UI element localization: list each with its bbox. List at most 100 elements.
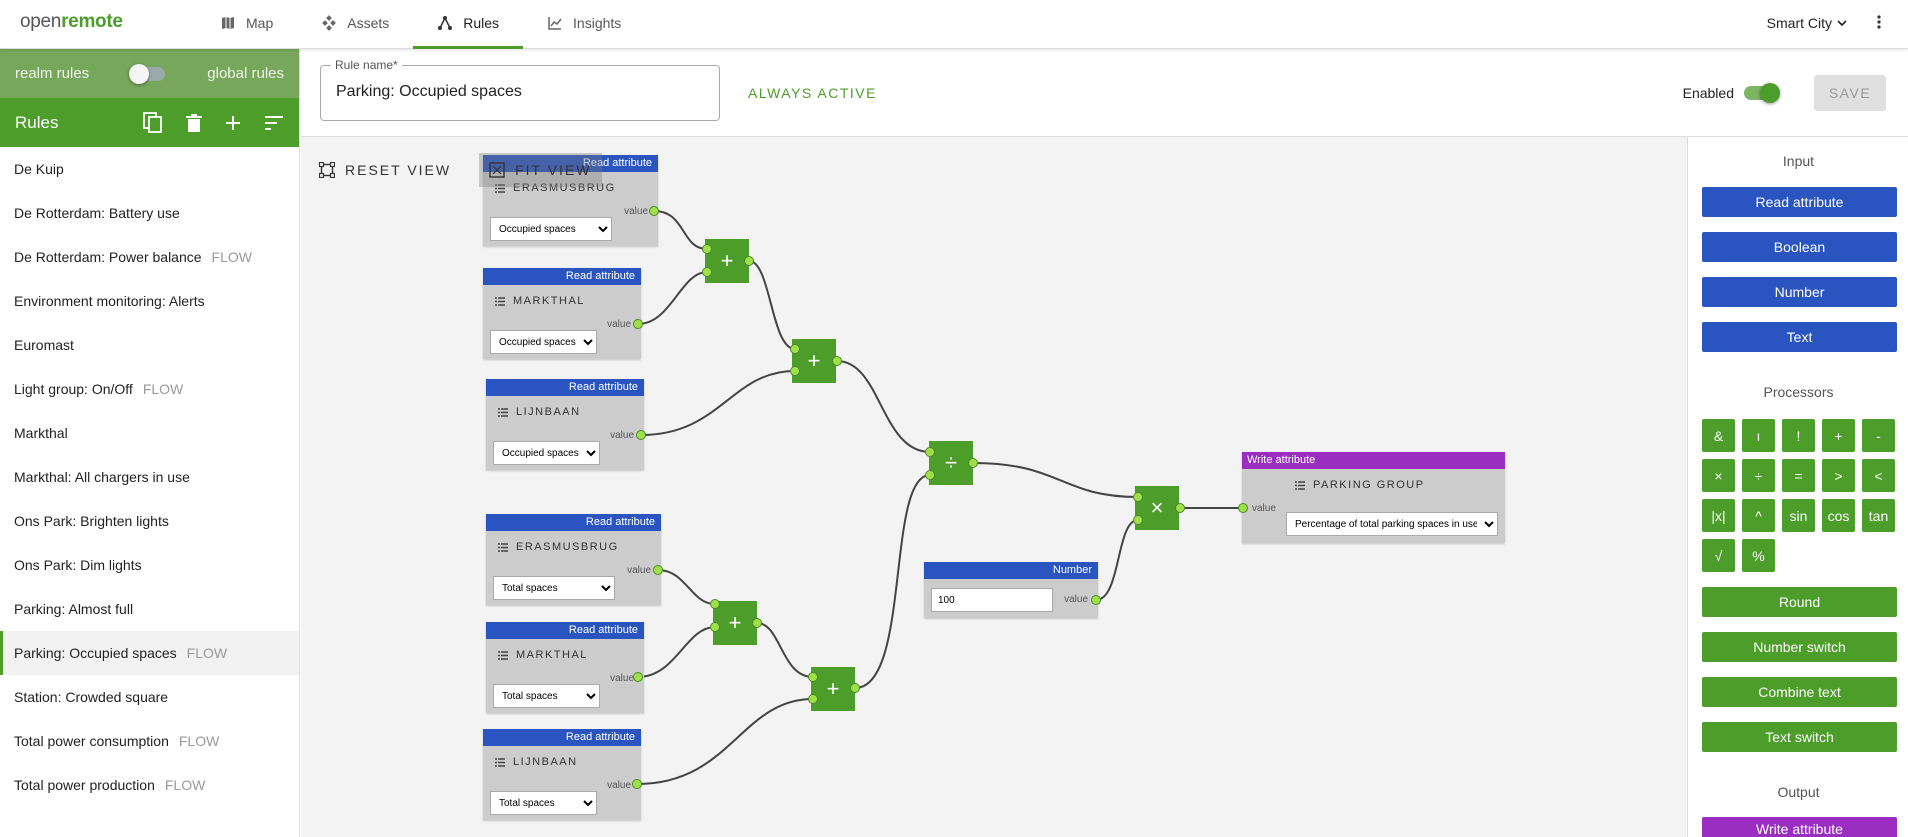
attribute-select[interactable]: Occupied spaces xyxy=(490,217,612,241)
input-port[interactable] xyxy=(710,622,720,632)
enabled-toggle[interactable] xyxy=(1744,83,1780,103)
number-node[interactable]: Number value xyxy=(924,562,1098,618)
divide-operator-node[interactable]: ÷ xyxy=(929,441,973,485)
write-attribute-node[interactable]: Write attribute PARKING GROUP value Perc… xyxy=(1242,452,1505,543)
attribute-select[interactable]: Occupied spaces xyxy=(490,330,597,354)
input-port[interactable] xyxy=(1238,503,1248,513)
processor-divide[interactable]: ÷ xyxy=(1742,459,1775,492)
output-port[interactable] xyxy=(633,319,643,329)
input-port[interactable] xyxy=(1133,515,1143,525)
realm-selector[interactable]: Smart City xyxy=(1767,15,1848,31)
rule-item[interactable]: Markthal: All chargers in use xyxy=(0,455,299,499)
fit-view-button[interactable]: FIT VIEW xyxy=(479,153,602,187)
processor-cos[interactable]: cos xyxy=(1822,499,1855,532)
add-operator-node[interactable]: + xyxy=(705,239,749,283)
output-port[interactable] xyxy=(1091,595,1101,605)
read-attribute-node[interactable]: Read attribute MARKTHAL value Occupied s… xyxy=(483,268,641,359)
delete-icon[interactable] xyxy=(186,113,202,132)
output-port[interactable] xyxy=(1175,503,1185,513)
processor-not[interactable]: ! xyxy=(1782,419,1815,452)
output-port[interactable] xyxy=(832,356,842,366)
nav-tab-insights[interactable]: Insights xyxy=(523,0,645,49)
attribute-select[interactable]: Occupied spaces xyxy=(493,441,600,465)
processor-multiply[interactable]: × xyxy=(1702,459,1735,492)
processor-add[interactable]: + xyxy=(1822,419,1855,452)
processor-greater-than[interactable]: > xyxy=(1822,459,1855,492)
read-attribute-node[interactable]: Read attribute ERASMUSBRUG value Total s… xyxy=(486,514,661,605)
more-menu-icon[interactable] xyxy=(1876,14,1884,30)
input-port[interactable] xyxy=(790,366,800,376)
output-port[interactable] xyxy=(636,430,646,440)
output-port[interactable] xyxy=(632,779,642,789)
rule-item[interactable]: Euromast xyxy=(0,323,299,367)
processor-power[interactable]: ^ xyxy=(1742,499,1775,532)
output-port[interactable] xyxy=(968,458,978,468)
read-attribute-node[interactable]: Read attribute ERASMUSBRUG value Occupie… xyxy=(483,155,658,246)
rule-item[interactable]: Markthal xyxy=(0,411,299,455)
copy-icon[interactable] xyxy=(143,111,163,134)
processor-absolute[interactable]: |x| xyxy=(1702,499,1735,532)
rule-name-input[interactable] xyxy=(336,83,696,101)
output-port[interactable] xyxy=(744,256,754,266)
output-port[interactable] xyxy=(752,618,762,628)
palette-number-switch[interactable]: Number switch xyxy=(1702,632,1897,662)
output-port[interactable] xyxy=(653,565,663,575)
read-attribute-node[interactable]: Read attribute LIJNBAAN value Occupied s… xyxy=(486,379,644,470)
output-port[interactable] xyxy=(633,672,643,682)
rule-item[interactable]: Ons Park: Brighten lights xyxy=(0,499,299,543)
input-port[interactable] xyxy=(702,244,712,254)
processor-or[interactable]: ı xyxy=(1742,419,1775,452)
palette-write-attribute[interactable]: Write attribute xyxy=(1702,817,1897,837)
nav-tab-rules[interactable]: Rules xyxy=(413,0,524,49)
palette-text[interactable]: Text xyxy=(1702,322,1897,352)
processor-tan[interactable]: tan xyxy=(1862,499,1895,532)
scope-toggle[interactable] xyxy=(129,63,166,84)
processor-less-than[interactable]: < xyxy=(1862,459,1895,492)
read-attribute-node[interactable]: Read attribute LIJNBAAN value Total spac… xyxy=(483,729,641,820)
output-port[interactable] xyxy=(649,206,659,216)
save-button[interactable]: SAVE xyxy=(1814,75,1886,111)
input-port[interactable] xyxy=(702,267,712,277)
palette-combine-text[interactable]: Combine text xyxy=(1702,677,1897,707)
input-port[interactable] xyxy=(925,470,935,480)
input-port[interactable] xyxy=(808,694,818,704)
nav-tab-map[interactable]: Map xyxy=(196,0,297,49)
palette-boolean[interactable]: Boolean xyxy=(1702,232,1897,262)
output-port[interactable] xyxy=(850,683,860,693)
multiply-operator-node[interactable]: × xyxy=(1135,486,1179,530)
add-operator-node[interactable]: + xyxy=(811,667,855,711)
rule-item[interactable]: De Kuip xyxy=(0,147,299,191)
input-port[interactable] xyxy=(808,672,818,682)
rule-item[interactable]: Parking: Almost full xyxy=(0,587,299,631)
reset-view-button[interactable]: RESET VIEW xyxy=(319,153,451,187)
rule-item[interactable]: Station: Crowded square xyxy=(0,675,299,719)
add-operator-node[interactable]: + xyxy=(713,601,757,645)
input-port[interactable] xyxy=(925,447,935,457)
palette-text-switch[interactable]: Text switch xyxy=(1702,722,1897,752)
rule-item[interactable]: Ons Park: Dim lights xyxy=(0,543,299,587)
processor-sqrt[interactable]: √ xyxy=(1702,539,1735,572)
attribute-select[interactable]: Percentage of total parking spaces in us… xyxy=(1286,512,1498,536)
input-port[interactable] xyxy=(790,344,800,354)
input-port[interactable] xyxy=(1133,492,1143,502)
attribute-select[interactable]: Total spaces xyxy=(493,684,600,708)
processor-and[interactable]: & xyxy=(1702,419,1735,452)
palette-number[interactable]: Number xyxy=(1702,277,1897,307)
attribute-select[interactable]: Total spaces xyxy=(490,791,597,815)
add-icon[interactable] xyxy=(225,115,241,131)
number-value-input[interactable] xyxy=(931,588,1053,612)
palette-read-attribute[interactable]: Read attribute xyxy=(1702,187,1897,217)
processor-sin[interactable]: sin xyxy=(1782,499,1815,532)
input-port[interactable] xyxy=(710,599,720,609)
read-attribute-node[interactable]: Read attribute MARKTHAL value Total spac… xyxy=(486,622,644,713)
attribute-select[interactable]: Total spaces xyxy=(493,576,615,600)
openremote-logo[interactable]: openremote xyxy=(20,11,123,33)
processor-modulo[interactable]: % xyxy=(1742,539,1775,572)
palette-round[interactable]: Round xyxy=(1702,587,1897,617)
flow-canvas[interactable]: RESET VIEW FIT VIEW Read attribute ERASM… xyxy=(301,137,1687,837)
